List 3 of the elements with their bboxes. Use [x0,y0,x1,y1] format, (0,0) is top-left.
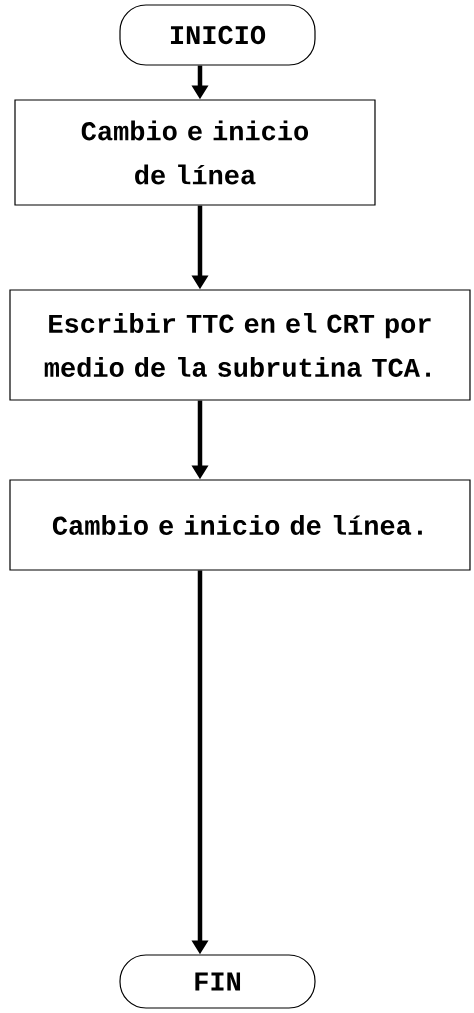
process-box: Cambio e inicio de línea. [9,479,471,571]
process-box: Escribir TTC en el CRT por medio de la subrutina TCA. [9,289,471,401]
process-box: Cambio e inicio de línea [14,99,376,206]
